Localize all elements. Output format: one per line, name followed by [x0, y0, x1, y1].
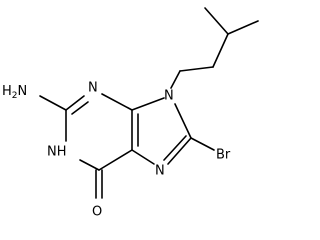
bond-n9-c8: [174, 103, 192, 139]
bond-n1-c6: [79, 159, 100, 171]
bond-n3-c2-double: [71, 101, 89, 115]
bond-ch2-lower-n9: [170, 70, 181, 89]
molecule-structure-diagram: H2N N N NH N Br O: [2, 7, 259, 220]
atom-label-nh2: H2N: [2, 84, 27, 101]
bond-ch3-a-ch: [204, 7, 229, 35]
bond-c8-n7: [167, 137, 192, 165]
bond-n3-c2: [65, 95, 85, 111]
bond-ch-ch2-upper: [212, 33, 229, 68]
bond-c4-n9: [131, 97, 165, 111]
atom-label-n1h: NH: [47, 145, 67, 160]
bond-n7-c5: [131, 149, 155, 165]
bond-c6-c5: [98, 149, 133, 171]
bond-ch-ch3-b: [227, 20, 259, 35]
bond-c2-nh2: [39, 95, 67, 111]
bond-c4-n3: [101, 93, 133, 111]
atom-label-br: Br: [216, 148, 231, 163]
bond-c8-br: [190, 137, 215, 151]
atom-label-o: O: [92, 205, 102, 220]
bond-c8-n7-double: [163, 135, 187, 161]
atom-label-n7: N: [155, 164, 165, 179]
bond-ch2-upper-ch2-lower: [179, 66, 214, 72]
atom-label-n3: N: [88, 81, 98, 96]
atom-label-n9: N: [164, 89, 174, 104]
